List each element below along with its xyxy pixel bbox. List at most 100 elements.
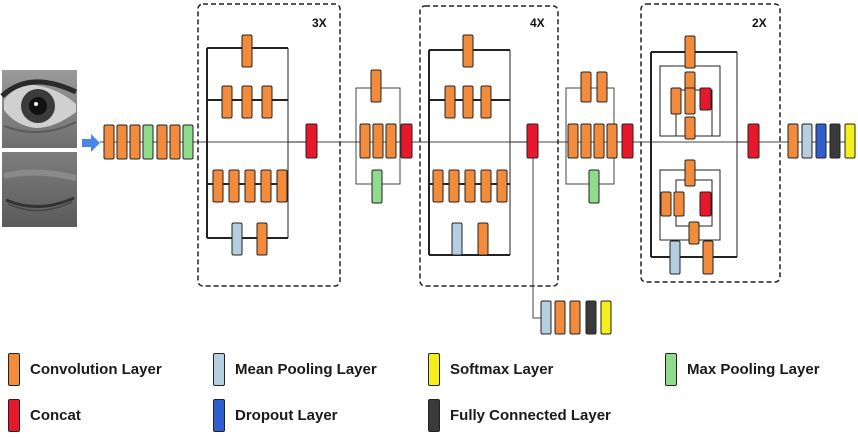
mean-pool-layer-block-56: [669, 240, 681, 275]
legend-swatch-softmax: [428, 353, 440, 386]
closed-eye-image: [2, 152, 77, 227]
layer-blocks: [103, 34, 856, 335]
conv-layer-block-0: [103, 124, 115, 160]
conv-layer-block-47: [670, 87, 682, 115]
concat-layer-block-54: [699, 191, 712, 217]
conv-layer-block-11: [212, 169, 224, 203]
legend-item-convolution: Convolution Layer: [8, 353, 162, 386]
conv-layer-block-42: [606, 123, 618, 159]
max-pool-layer-block-3: [142, 124, 154, 160]
conv-layer-block-48: [684, 87, 696, 115]
conv-layer-block-19: [370, 69, 382, 103]
legend-label-mean-pooling: Mean Pooling Layer: [235, 361, 377, 378]
module-box-a: [197, 3, 341, 287]
legend-item-mean-pooling: Mean Pooling Layer: [213, 353, 377, 386]
conv-layer-block-53: [673, 191, 685, 217]
legend-swatch-mean-pooling: [213, 353, 225, 386]
conv-layer-block-5: [169, 124, 181, 160]
conv-layer-block-2: [129, 124, 141, 160]
conv-layer-block-1: [116, 124, 128, 160]
legend-label-dropout: Dropout Layer: [235, 407, 338, 424]
module-a-repeat-label: 3X: [312, 16, 327, 30]
mean-pool-layer-block-65: [801, 123, 813, 159]
legend-label-fully-connected: Fully Connected Layer: [450, 407, 611, 424]
concat-layer-block-49: [699, 87, 712, 111]
module-a-frame: [206, 47, 306, 239]
open-eye-image: [0, 70, 78, 148]
conv-layer-block-37: [580, 71, 592, 103]
legend-item-concat: Concat: [8, 399, 81, 432]
module-box-b: [419, 5, 559, 287]
legend-item-max-pooling: Max Pooling Layer: [665, 353, 820, 386]
input-arrow: [82, 134, 100, 152]
concat-layer-block-58: [747, 123, 760, 159]
fully-connected-layer-block-62: [585, 300, 597, 335]
conv-layer-block-15: [276, 169, 288, 203]
conv-layer-block-55: [688, 221, 700, 245]
conv-layer-block-17: [256, 222, 268, 256]
conv-layer-block-30: [448, 169, 460, 203]
module-c-repeat-label: 2X: [752, 16, 767, 30]
legend-item-softmax: Softmax Layer: [428, 353, 553, 386]
conv-layer-block-51: [684, 159, 696, 187]
legend-swatch-convolution: [8, 353, 20, 386]
legend-label-softmax: Softmax Layer: [450, 361, 554, 378]
conv-layer-block-21: [372, 123, 384, 159]
conv-layer-block-22: [385, 123, 397, 159]
conv-layer-block-57: [702, 240, 714, 275]
conv-layer-block-9: [241, 85, 253, 119]
conv-layer-block-8: [221, 85, 233, 119]
max-pool-layer-block-44: [588, 169, 600, 204]
conv-layer-block-14: [260, 169, 272, 203]
concat-layer-block-23: [400, 123, 413, 159]
conv-layer-block-41: [593, 123, 605, 159]
mean-pool-layer-block-16: [231, 222, 243, 256]
concat-layer-block-18: [305, 123, 318, 159]
conv-layer-block-33: [496, 169, 508, 203]
conv-layer-block-20: [359, 123, 371, 159]
legend-swatch-fully-connected: [428, 399, 440, 432]
module-box-c: [640, 3, 781, 283]
conv-layer-block-52: [660, 191, 672, 217]
conv-layer-block-31: [464, 169, 476, 203]
conv-layer-block-12: [228, 169, 240, 203]
conv-layer-block-4: [156, 124, 168, 160]
auxiliary-branch-line: [532, 150, 541, 319]
conv-layer-block-50: [684, 116, 696, 140]
conv-layer-block-26: [444, 85, 456, 119]
max-pool-layer-block-24: [371, 169, 383, 204]
conv-layer-block-7: [241, 34, 253, 68]
conv-layer-block-40: [580, 123, 592, 159]
concat-layer-block-43: [621, 123, 634, 159]
legend-label-convolution: Convolution Layer: [30, 361, 162, 378]
conv-layer-block-27: [462, 85, 474, 119]
conv-layer-block-28: [480, 85, 492, 119]
conv-layer-block-13: [244, 169, 256, 203]
conv-layer-block-32: [480, 169, 492, 203]
legend-label-max-pooling: Max Pooling Layer: [687, 361, 820, 378]
legend-item-fully-connected: Fully Connected Layer: [428, 399, 611, 432]
conv-layer-block-45: [684, 35, 696, 69]
conv-layer-block-29: [432, 169, 444, 203]
legend-label-concat: Concat: [30, 407, 81, 424]
conv-layer-block-10: [261, 85, 273, 119]
fully-connected-layer-block-67: [829, 123, 841, 159]
max-pool-layer-block-6: [182, 124, 194, 160]
conv-layer-block-35: [477, 222, 489, 256]
conv-layer-block-25: [462, 34, 474, 68]
module-b-repeat-label: 4X: [530, 16, 545, 30]
conv-layer-block-60: [554, 300, 566, 335]
softmax-layer-block-63: [600, 300, 612, 335]
dropout-layer-block-66: [815, 123, 827, 159]
concat-layer-block-36: [526, 123, 539, 159]
conv-layer-block-38: [596, 71, 608, 103]
legend-swatch-dropout: [213, 399, 225, 432]
mean-pool-layer-block-59: [540, 300, 552, 335]
conv-layer-block-61: [569, 300, 581, 335]
legend-item-dropout: Dropout Layer: [213, 399, 338, 432]
conv-layer-block-64: [787, 123, 799, 159]
conv-layer-block-39: [567, 123, 579, 159]
legend-swatch-max-pooling: [665, 353, 677, 386]
